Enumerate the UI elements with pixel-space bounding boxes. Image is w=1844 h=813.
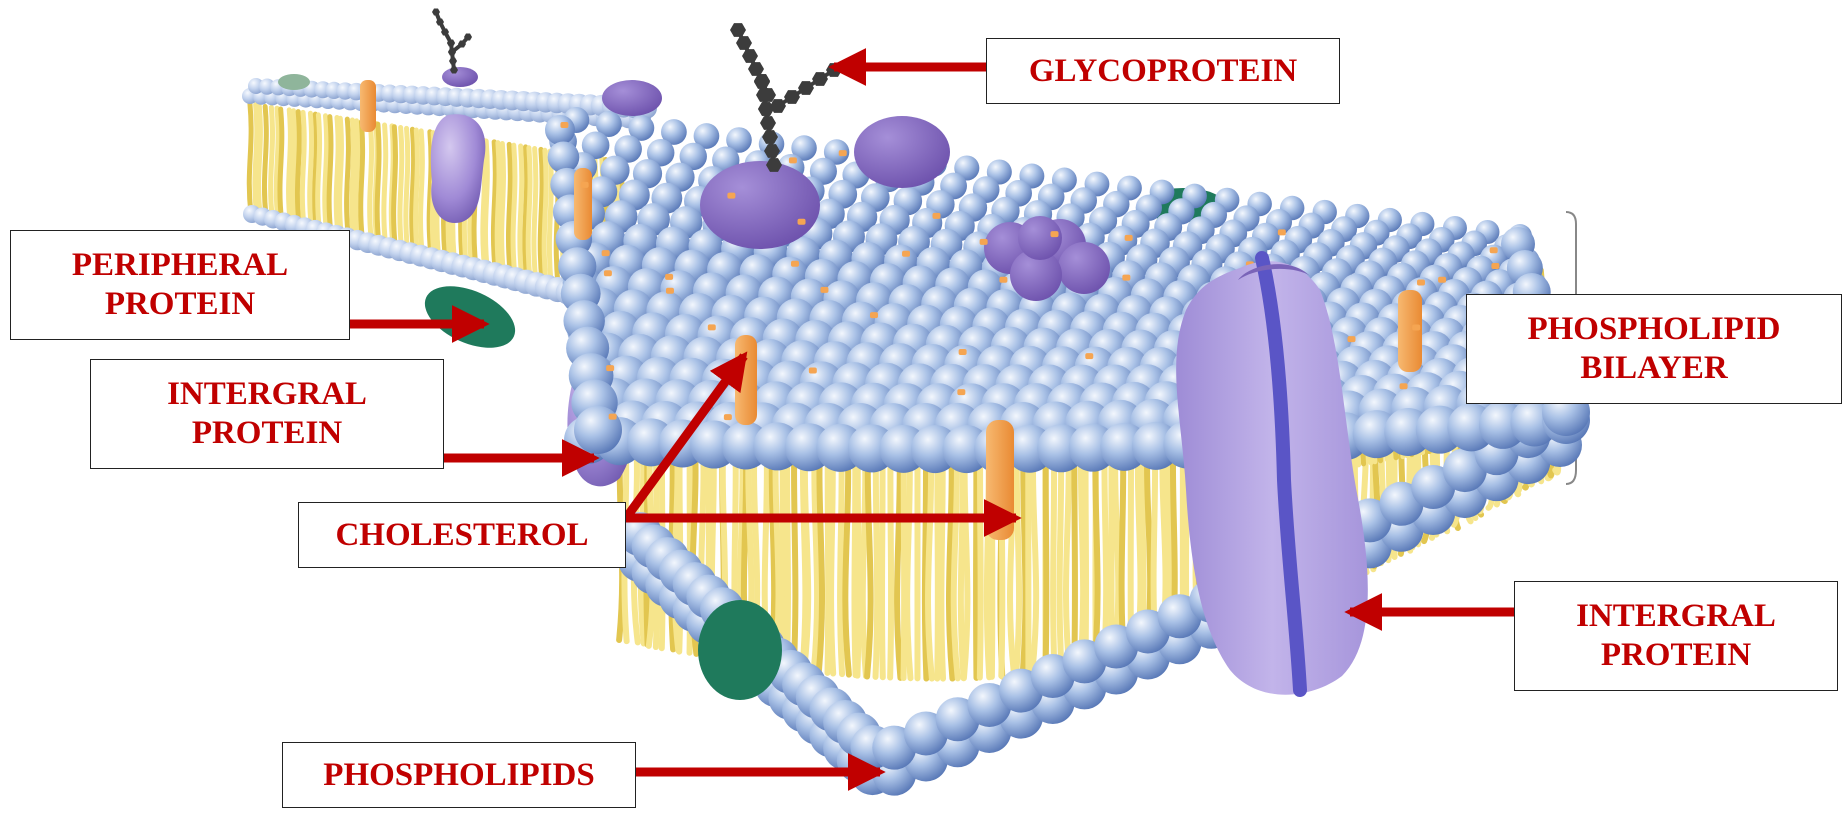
surface-protein-far-tiny: [442, 67, 478, 87]
phospholipids-label: PHOSPHOLIPIDS: [282, 742, 636, 808]
cholesterol-molecule-right: [1398, 290, 1422, 372]
cholesterol-molecule-left: [735, 335, 757, 425]
cholesterol-molecule-far-2: [574, 168, 592, 240]
surface-protein-top-center: [854, 116, 950, 188]
glycoprotein-sugar-chain-small: [432, 9, 472, 74]
peripheral-protein-label: PERIPHERAL PROTEIN: [10, 230, 350, 340]
cholesterol-label: CHOLESTEROL: [298, 502, 626, 568]
surface-protein-top-left: [602, 80, 662, 116]
phospholipid-bilayer-label: PHOSPHOLIPID BILAYER: [1466, 294, 1842, 404]
glycoprotein-label: GLYCOPROTEIN: [986, 38, 1340, 104]
integral-protein-left-label: INTERGRAL PROTEIN: [90, 359, 444, 469]
cholesterol-molecule-far-1: [360, 80, 376, 132]
surface-protein-glyco-base: [700, 161, 820, 249]
integral-protein-right-label: INTERGRAL PROTEIN: [1514, 581, 1838, 691]
peripheral-protein-bottom: [698, 600, 782, 700]
peripheral-protein-far: [278, 74, 310, 90]
